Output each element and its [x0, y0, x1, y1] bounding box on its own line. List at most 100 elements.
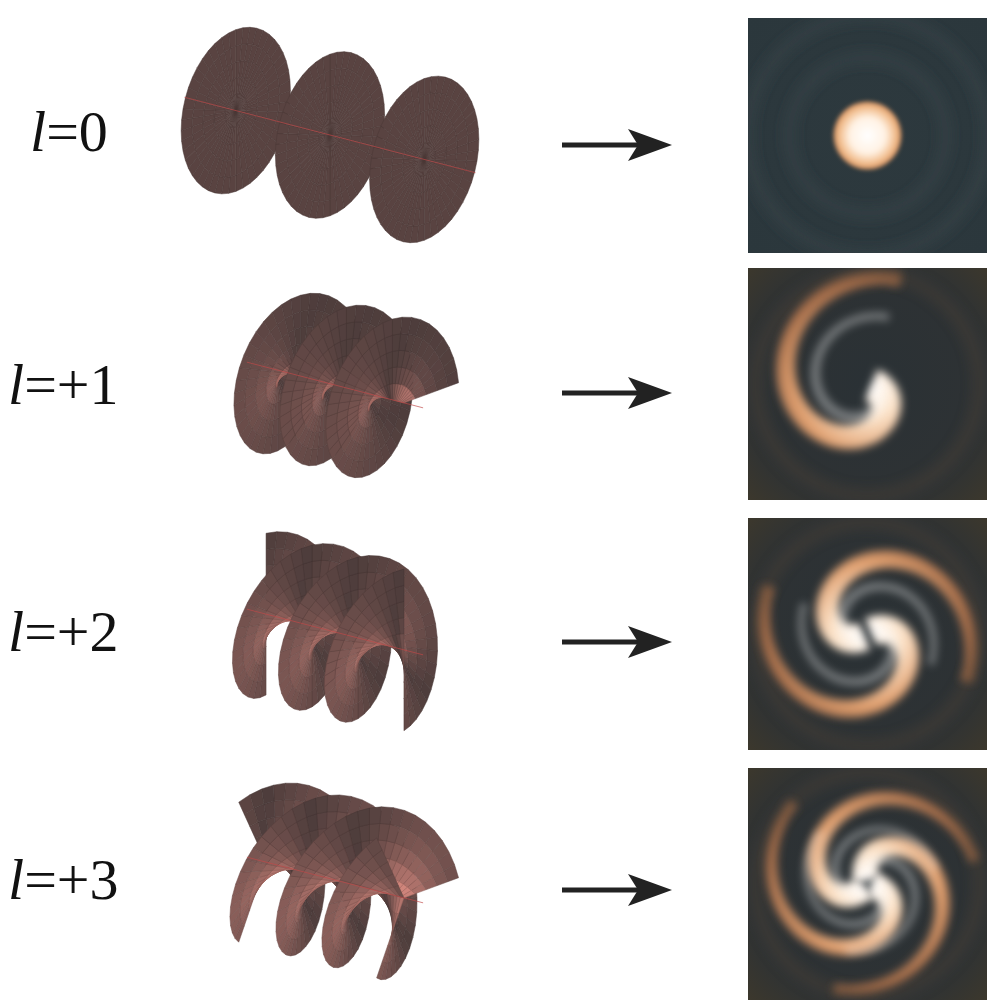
wavefront-mesh [424, 143, 429, 159]
wavefront-mesh [330, 135, 333, 151]
wavefront-mesh [381, 158, 393, 167]
wavefront-mesh [214, 110, 225, 114]
wavefront-mesh [414, 159, 425, 169]
wavefront-mesh [312, 560, 321, 577]
wavefront-mesh [236, 142, 240, 159]
wavefront-mesh [330, 151, 333, 168]
wavefront-mesh [346, 305, 356, 323]
wavefront-mesh [319, 135, 330, 141]
wavefront-mesh [328, 392, 342, 405]
wavefront-mesh [400, 634, 404, 650]
wavefront-mesh [324, 397, 326, 414]
wavefront-mesh [413, 159, 424, 167]
wavefront-mesh [236, 28, 243, 46]
wavefront-mesh [330, 166, 334, 183]
wavefront-surface [234, 293, 459, 477]
wavefront-mesh [424, 143, 428, 160]
wavefront-mesh [236, 126, 239, 143]
wavefront-mesh [319, 135, 330, 143]
wavefront-mesh [424, 190, 428, 208]
wavefront-mesh [336, 367, 350, 383]
wavefront-mesh [392, 384, 395, 401]
wavefront-mesh [413, 159, 424, 163]
wavefront-mesh [416, 639, 427, 650]
wavefront-mesh [370, 158, 382, 169]
wavefront-mesh [280, 391, 293, 405]
wavefront-mesh [367, 556, 379, 573]
wavefront-surface [232, 532, 437, 731]
wavefront-mesh [287, 134, 299, 143]
wavefront-mesh [247, 591, 263, 607]
wavefront-mesh [226, 111, 236, 123]
wavefront-mesh [282, 380, 296, 393]
wavefront-mesh [225, 111, 236, 117]
wavefront-mesh [319, 135, 330, 139]
wavefront-mesh [330, 85, 334, 102]
wavefront-mesh [404, 695, 409, 714]
wavefront-mesh [424, 175, 427, 192]
wavefront-mesh [236, 94, 240, 111]
wavefront-mesh [330, 119, 337, 135]
wavefront-mesh [312, 671, 317, 690]
wavefront-mesh [225, 111, 236, 119]
wavefront-mesh [236, 94, 239, 111]
beam-axis [247, 609, 423, 655]
wavefront-mesh [392, 334, 400, 352]
wavefront-mesh [236, 61, 240, 78]
wavefront-mesh [278, 385, 280, 402]
wavefront-mesh [330, 118, 333, 135]
wavefront-mesh [413, 159, 424, 165]
wavefront-mesh [369, 409, 371, 426]
wavefront-mesh [402, 649, 404, 666]
wavefront-mesh [358, 572, 367, 589]
wavefront-mesh [236, 77, 239, 94]
wavefront-mesh [236, 111, 239, 127]
wavefront-surface [230, 783, 459, 979]
wavefront-mesh [330, 118, 334, 135]
wavefront-mesh [358, 683, 363, 702]
wavefront-mesh [225, 111, 236, 121]
wavefront-mesh [330, 197, 337, 216]
wavefront-mesh [414, 159, 424, 171]
wavefront-mesh [358, 668, 361, 686]
wavefront-mesh [358, 556, 369, 574]
wavefront-mesh [236, 95, 243, 111]
wavefront-mesh [369, 424, 373, 442]
wavefront-mesh [392, 350, 398, 367]
wavefront-mesh [339, 615, 355, 631]
wavefront-mesh [424, 93, 430, 111]
wavefront-mesh [266, 548, 275, 565]
wavefront-mesh [276, 134, 288, 145]
wavefront-mesh [403, 159, 414, 163]
wavefront-mesh [234, 379, 247, 393]
wavefront-mesh [392, 317, 402, 335]
wavefront-mesh [312, 544, 323, 562]
wavefront-mesh [225, 111, 236, 115]
wavefront-mesh [424, 126, 427, 143]
wavefront-mesh [234, 626, 248, 640]
wavefront-mesh [390, 384, 393, 400]
wavefront-mesh [236, 157, 242, 175]
wavefront-mesh [182, 109, 194, 120]
wavefront-mesh [404, 680, 407, 698]
wavefront-mesh [424, 206, 430, 224]
wavefront-mesh [293, 603, 309, 619]
wavefront-mesh [330, 69, 336, 87]
wavefront-mesh [236, 44, 242, 62]
wavefront-mesh [312, 656, 315, 674]
wavefront-mesh [330, 52, 337, 70]
wavefront-mesh [392, 159, 403, 166]
wavefront-mesh [319, 135, 330, 145]
wavefront-mesh [330, 182, 336, 200]
wavefront-mesh [392, 367, 397, 384]
wavefront-mesh [424, 159, 427, 175]
wavefront-mesh [280, 638, 294, 652]
wavefront-mesh [298, 134, 309, 141]
wavefront-mesh [236, 173, 243, 192]
beam-axis [247, 362, 423, 408]
wavefront-mesh [244, 343, 258, 359]
wavefront-mesh [346, 322, 354, 340]
wavefront-mesh [424, 77, 431, 95]
wavefront-mesh [192, 109, 204, 118]
